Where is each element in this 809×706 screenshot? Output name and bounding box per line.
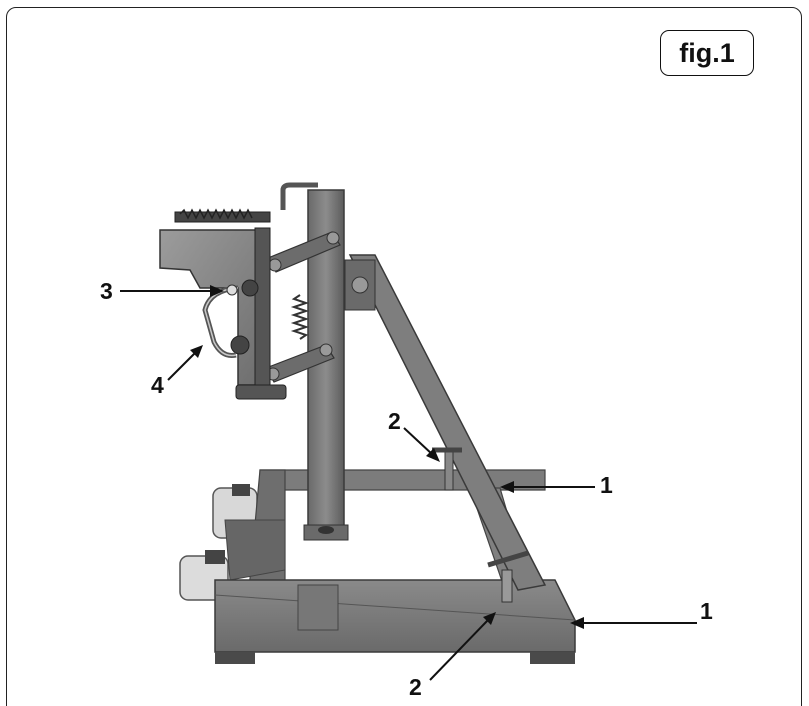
locking-pin-upper xyxy=(432,447,462,491)
figure-label: fig.1 xyxy=(660,30,754,76)
callout-arrows xyxy=(120,285,697,681)
callout-2-lower: 2 xyxy=(409,674,422,700)
callout-1-upper: 1 xyxy=(600,472,613,498)
clamp-head xyxy=(159,208,287,400)
diagonal-brace xyxy=(344,254,547,591)
callout-2-upper: 2 xyxy=(388,408,401,434)
callout-1-lower: 1 xyxy=(700,598,713,624)
linkage-arms xyxy=(265,231,341,383)
tension-spring xyxy=(290,294,310,340)
locking-pin-lower xyxy=(487,550,529,603)
page-border xyxy=(6,7,802,706)
callout-4: 4 xyxy=(151,372,164,398)
callout-3: 3 xyxy=(100,278,113,304)
base-frame xyxy=(214,579,576,664)
